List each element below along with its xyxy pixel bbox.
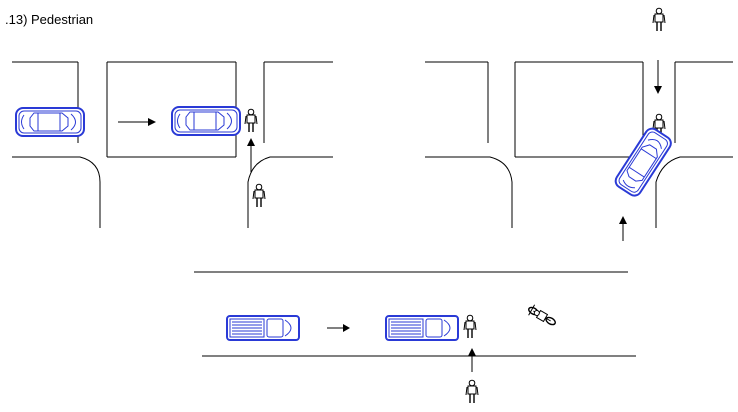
pedestrian-far xyxy=(652,7,666,32)
pedestrian-walk-arrow xyxy=(247,138,255,172)
pickup-truck-start xyxy=(226,315,300,341)
pedestrian-at-crossing xyxy=(463,314,477,339)
scene-3 xyxy=(194,271,636,404)
car-turning xyxy=(612,124,675,200)
scene-2-roads xyxy=(425,61,733,228)
scene-1 xyxy=(12,61,333,228)
page-title: .13) Pedestrian xyxy=(5,12,94,27)
cyclist xyxy=(528,304,556,326)
pedestrian-walk-arrow xyxy=(468,348,476,372)
pickup-truck-stopped xyxy=(385,315,459,341)
pedestrian-approaching xyxy=(252,183,266,208)
scene-2 xyxy=(425,7,733,241)
car-stopped xyxy=(171,106,241,136)
scene-1-roads xyxy=(12,61,333,228)
scene-3-roads xyxy=(194,271,636,357)
motion-arrow xyxy=(118,118,156,126)
car-start xyxy=(15,107,85,137)
pedestrian-at-crossing xyxy=(244,108,258,133)
motion-arrow xyxy=(327,324,350,332)
vehicle-approach-arrow xyxy=(619,216,627,241)
pedestrian-approaching xyxy=(465,379,479,404)
pedestrian-walk-arrow xyxy=(654,60,662,94)
